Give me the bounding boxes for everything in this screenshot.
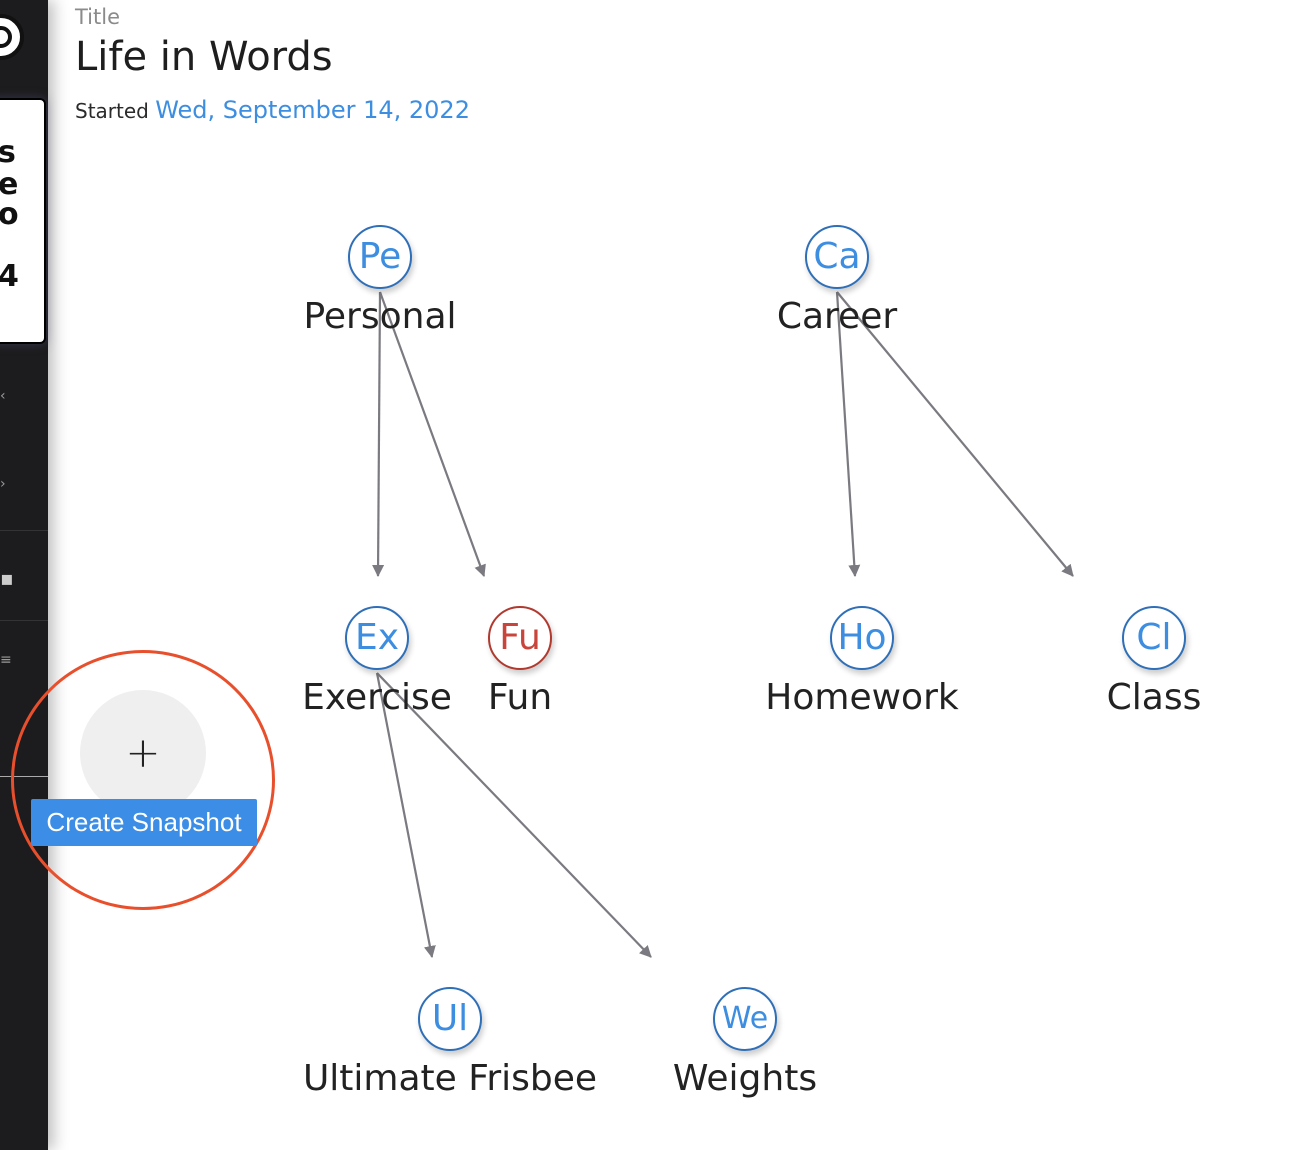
sidebar-card[interactable]: s e o 4 xyxy=(0,98,46,344)
edge-ex-ul xyxy=(375,672,436,958)
create-snapshot-tooltip: Create Snapshot xyxy=(31,799,257,846)
node-ex-badge[interactable]: Ex xyxy=(345,606,409,670)
sidebar-icon[interactable]: ≡ xyxy=(0,652,12,668)
node-ho-badge[interactable]: Ho xyxy=(830,606,894,670)
node-cl-label[interactable]: Class xyxy=(1106,677,1202,718)
sidebar: s e o 4 ‹ › ▪ ≡ xyxy=(0,0,48,1150)
sidebar-divider xyxy=(0,620,48,621)
node-pe-label[interactable]: Personal xyxy=(303,296,457,337)
card-glyph: s xyxy=(0,135,16,170)
card-glyph: 4 xyxy=(0,259,19,294)
node-ca-badge[interactable]: Ca xyxy=(805,225,869,289)
create-snapshot-button[interactable]: + xyxy=(80,690,206,816)
title-caption: Title xyxy=(75,5,121,29)
sidebar-icon[interactable]: ‹ xyxy=(0,388,6,404)
node-pe-badge[interactable]: Pe xyxy=(348,225,412,289)
node-fu-label[interactable]: Fun xyxy=(487,677,553,718)
node-ex-label[interactable]: Exercise xyxy=(302,677,452,718)
node-ho-label[interactable]: Homework xyxy=(765,677,959,718)
started-label: Started xyxy=(75,99,149,123)
sidebar-icon[interactable]: › xyxy=(0,476,6,492)
node-ul-label[interactable]: Ultimate Frisbee xyxy=(302,1058,598,1099)
page-title[interactable]: Life in Words xyxy=(75,34,333,80)
started-line: Started Wed, September 14, 2022 xyxy=(75,96,470,124)
sidebar-divider xyxy=(0,530,48,531)
node-ca-label[interactable]: Career xyxy=(776,296,898,337)
started-date-link[interactable]: Wed, September 14, 2022 xyxy=(155,96,470,124)
node-we-label[interactable]: Weights xyxy=(672,1058,818,1099)
edge-ca-cl xyxy=(836,291,1074,577)
plus-icon: + xyxy=(125,728,161,777)
sidebar-icon[interactable]: ▪ xyxy=(0,566,14,590)
edge-ca-ho xyxy=(835,291,861,577)
highlight-ring xyxy=(11,650,275,910)
node-ul-badge[interactable]: Ul xyxy=(418,987,482,1051)
edge-pe-fu xyxy=(378,291,486,577)
card-glyph: o xyxy=(0,197,19,232)
edge-pe-ex xyxy=(372,291,385,577)
card-glyph: e xyxy=(0,167,19,202)
edge-ex-we xyxy=(376,672,652,958)
node-fu-badge[interactable]: Fu xyxy=(488,606,552,670)
node-we-badge[interactable]: We xyxy=(713,987,777,1051)
node-cl-badge[interactable]: Cl xyxy=(1122,606,1186,670)
